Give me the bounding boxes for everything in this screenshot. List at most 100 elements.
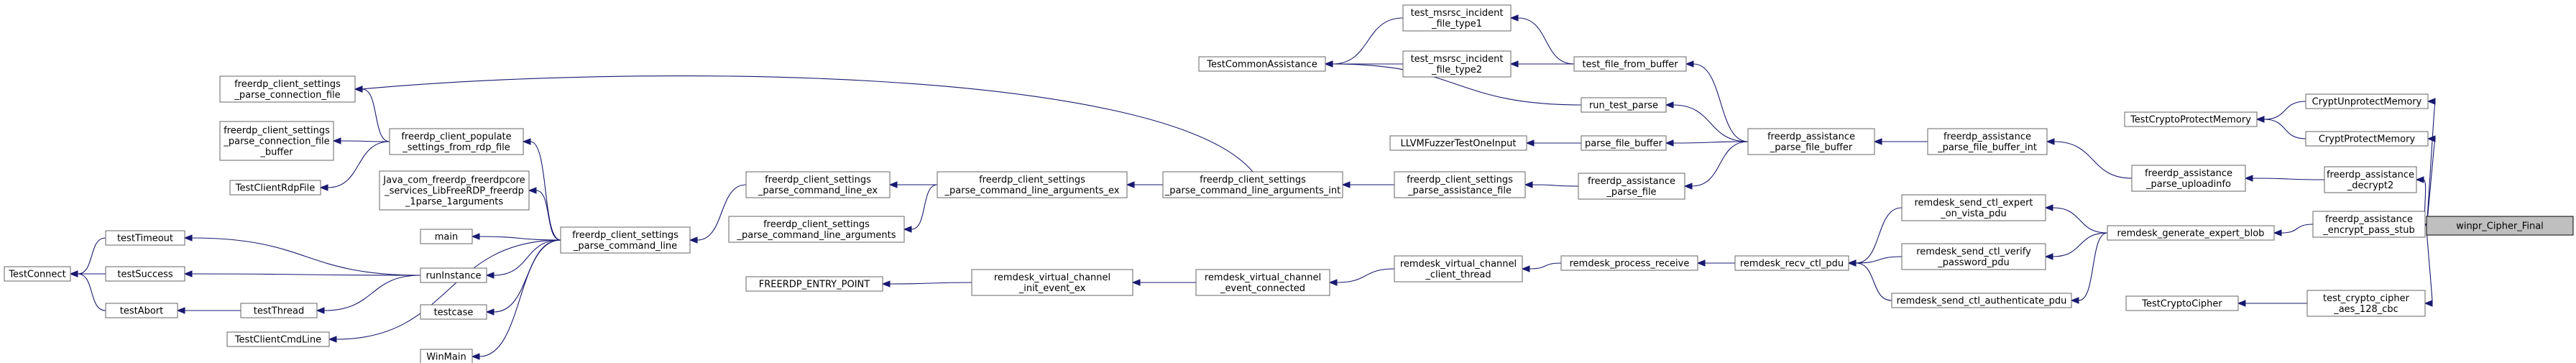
node-label: _parse_command_line_arguments_int bbox=[1164, 185, 1340, 196]
node-label: runInstance bbox=[426, 271, 481, 282]
edge-n42-n40 bbox=[1847, 256, 1903, 267]
edge-n31-n21 bbox=[471, 239, 561, 360]
node-parse-file-buffer[interactable]: parse_file_buffer bbox=[1581, 135, 1667, 151]
node-label: CryptProtectMemory bbox=[2319, 134, 2416, 145]
node-remdesk-send-ctl-expert-on-vista-pdu[interactable]: remdesk_send_ctl_expert_on_vista_pdu bbox=[1901, 194, 2046, 221]
edge-n29-n21 bbox=[485, 239, 561, 316]
node-freerdp-assistance-parse-uploadinfo[interactable]: freerdp_assistance_parse_uploadinfo bbox=[2131, 165, 2246, 192]
node-box bbox=[105, 266, 185, 282]
node-freerdp-entry-point[interactable]: FREERDP_ENTRY_POINT bbox=[745, 276, 883, 292]
node-freerdp-client-settings-parse-assistance-file[interactable]: freerdp_client_settings_parse_assistance… bbox=[1394, 171, 1526, 198]
node-box bbox=[1581, 135, 1667, 151]
node-label: test_file_from_buffer bbox=[1582, 60, 1678, 70]
node-freerdp-client-populate-settings-from-rdp-file[interactable]: freerdp_client_populate_settings_from_rd… bbox=[389, 128, 524, 155]
node-label: _services_LibFreeRDP_freerdp bbox=[384, 186, 524, 197]
node-label: _parse_command_line_arguments bbox=[736, 230, 896, 241]
node-remdesk-virtual-channel-event-connected[interactable]: remdesk_virtual_channel_event_connected bbox=[1195, 269, 1330, 296]
node-label: run_test_parse bbox=[1589, 101, 1658, 111]
node-label: _parse_command_line_arguments_ex bbox=[944, 185, 1120, 196]
node-main[interactable]: main bbox=[420, 229, 473, 244]
node-remdesk-virtual-channel-init-event-ex[interactable]: remdesk_virtual_channel_init_event_ex bbox=[971, 269, 1133, 296]
node-freerdp-client-settings-parse-command-line-ex[interactable]: freerdp_client_settings_parse_command_li… bbox=[745, 171, 891, 198]
node-label: LLVMFuzzerTestOneInput bbox=[1401, 139, 1517, 150]
node-run-test-parse[interactable]: run_test_parse bbox=[1581, 97, 1667, 113]
node-cryptprotectmemory[interactable]: CryptProtectMemory bbox=[2305, 131, 2429, 147]
edge-n26-n21 bbox=[528, 187, 561, 241]
node-test-msrsc-incident-file-type1[interactable]: test_msrsc_incident_file_type1 bbox=[1402, 4, 1512, 32]
node-label: parse_file_buffer bbox=[1585, 139, 1663, 150]
node-freerdp-assistance-decrypt2[interactable]: freerdp_assistance_decrypt2 bbox=[2324, 166, 2417, 193]
node-label: remdesk_process_receive bbox=[1570, 259, 1690, 270]
edge-n22-n23 bbox=[354, 86, 390, 142]
node-label: _password_pdu bbox=[1937, 257, 2009, 268]
node-box bbox=[1891, 293, 2072, 308]
edge-n9-n8 bbox=[1509, 14, 1575, 65]
node-label: testAbort bbox=[120, 306, 164, 317]
node-freerdp-assistance-parse-file[interactable]: freerdp_assistance_parse_file bbox=[1578, 173, 1685, 200]
node-cryptunprotectmemory[interactable]: CryptUnprotectMemory bbox=[2305, 93, 2429, 109]
node-label: test_msrsc_incident bbox=[1411, 8, 1504, 19]
node-testclientcmdline[interactable]: TestClientCmdLine bbox=[226, 331, 330, 347]
node-label: freerdp_client_settings bbox=[763, 219, 870, 230]
edge-n1-n0 bbox=[2426, 98, 2436, 226]
node-label: _parse_file_buffer_int bbox=[1937, 142, 2037, 153]
node-testcase[interactable]: testcase bbox=[420, 304, 487, 320]
node-test-file-from-buffer[interactable]: test_file_from_buffer bbox=[1573, 56, 1687, 72]
node-remdesk-send-ctl-authenticate-pdu[interactable]: remdesk_send_ctl_authenticate_pdu bbox=[1891, 293, 2072, 308]
node-testsuccess[interactable]: testSuccess bbox=[105, 266, 185, 282]
node-remdesk-process-receive[interactable]: remdesk_process_receive bbox=[1560, 255, 1698, 271]
node-label: freerdp_client_settings bbox=[979, 175, 1085, 185]
node-label: testThread bbox=[254, 306, 304, 317]
node-remdesk-recv-ctl-pdu[interactable]: remdesk_recv_ctl_pdu bbox=[1734, 255, 1849, 271]
node-box bbox=[937, 171, 1128, 198]
node-label: Java_com_freerdp_freerdpcore bbox=[382, 175, 525, 186]
node-label: _file_type1 bbox=[1431, 19, 1482, 29]
node-winpr-cipher-final[interactable]: winpr_Cipher_Final bbox=[2426, 216, 2574, 236]
node-freerdp-client-settings-parse-command-line[interactable]: freerdp_client_settings_parse_command_li… bbox=[560, 226, 691, 254]
node-freerdp-assistance-parse-file-buffer[interactable]: freerdp_assistance_parse_file_buffer bbox=[1747, 128, 1875, 155]
edge-n17-n22 bbox=[354, 75, 1254, 173]
node-llvmfuzzertestoneinput[interactable]: LLVMFuzzerTestOneInput bbox=[1389, 135, 1527, 151]
node-label: _aes_128_cbc bbox=[2333, 304, 2398, 315]
node-box bbox=[1402, 4, 1512, 32]
edge-n12-n7 bbox=[1665, 101, 1749, 142]
node-testconnect[interactable]: TestConnect bbox=[4, 266, 71, 282]
node-remdesk-virtual-channel-client-thread[interactable]: remdesk_virtual_channel_client_thread bbox=[1394, 255, 1523, 282]
node-testtimeout[interactable]: testTimeout bbox=[105, 230, 185, 246]
node-testcryptocipher[interactable]: TestCryptoCipher bbox=[2125, 295, 2239, 311]
edge-n34-n35 bbox=[176, 307, 242, 314]
node-freerdp-assistance-encrypt-pass-stub[interactable]: freerdp_assistance_encrypt_pass_stub bbox=[2312, 211, 2426, 238]
node-testcommonassistance[interactable]: TestCommonAssistance bbox=[1198, 56, 1326, 72]
node-testcryptoprotectmemory[interactable]: TestCryptoProtectMemory bbox=[2124, 111, 2258, 127]
edge-n8-n7 bbox=[1685, 60, 1749, 142]
node-remdesk-generate-expert-blob[interactable]: remdesk_generate_expert_blob bbox=[2107, 225, 2275, 241]
node-box bbox=[420, 267, 487, 283]
node-box bbox=[1195, 269, 1330, 296]
node-java-com-freerdp-freerdpcore-services-libfreerdp-freerdp-1parse-1arguments[interactable]: Java_com_freerdp_freerdpcore_services_Li… bbox=[379, 170, 530, 211]
node-freerdp-client-settings-parse-connection-file[interactable]: freerdp_client_settings_parse_connection… bbox=[219, 75, 356, 103]
node-box bbox=[1901, 194, 2046, 221]
node-box bbox=[2125, 295, 2239, 311]
node-box bbox=[4, 266, 71, 282]
node-label: main bbox=[435, 232, 458, 243]
node-testthread[interactable]: testThread bbox=[240, 303, 318, 318]
node-freerdp-client-settings-parse-command-line-arguments-ex[interactable]: freerdp_client_settings_parse_command_li… bbox=[937, 171, 1128, 198]
node-testclientrdpfile[interactable]: TestClientRdpFile bbox=[229, 180, 321, 196]
edge-n48-n0 bbox=[2424, 225, 2433, 307]
edge-n15-n7 bbox=[1683, 141, 1749, 190]
node-winmain[interactable]: WinMain bbox=[420, 349, 473, 363]
node-testabort[interactable]: testAbort bbox=[105, 303, 178, 318]
node-remdesk-send-ctl-verify-password-pdu[interactable]: remdesk_send_ctl_verify_password_pdu bbox=[1901, 243, 2046, 270]
node-runinstance[interactable]: runInstance bbox=[420, 267, 487, 283]
node-test-crypto-cipher-aes-128-cbc[interactable]: test_crypto_cipher_aes_128_cbc bbox=[2306, 290, 2426, 317]
node-label: _parse_uploadinfo bbox=[2145, 179, 2231, 190]
node-freerdp-client-settings-parse-command-line-arguments[interactable]: freerdp_client_settings_parse_command_li… bbox=[728, 216, 905, 243]
node-label: remdesk_send_ctl_verify bbox=[1916, 247, 2031, 257]
edge-n10-n8 bbox=[1509, 60, 1574, 68]
node-freerdp-client-settings-parse-command-line-arguments-int[interactable]: freerdp_client_settings_parse_command_li… bbox=[1162, 171, 1343, 198]
node-box bbox=[1734, 255, 1849, 271]
node-test-msrsc-incident-file-type2[interactable]: test_msrsc_incident_file_type2 bbox=[1402, 50, 1512, 78]
node-freerdp-assistance-parse-file-buffer-int[interactable]: freerdp_assistance_parse_file_buffer_int bbox=[1927, 128, 2048, 155]
edge-n36-n34 bbox=[69, 270, 106, 311]
node-freerdp-client-settings-parse-connection-file-buffer[interactable]: freerdp_client_settings_parse_connection… bbox=[219, 121, 334, 161]
